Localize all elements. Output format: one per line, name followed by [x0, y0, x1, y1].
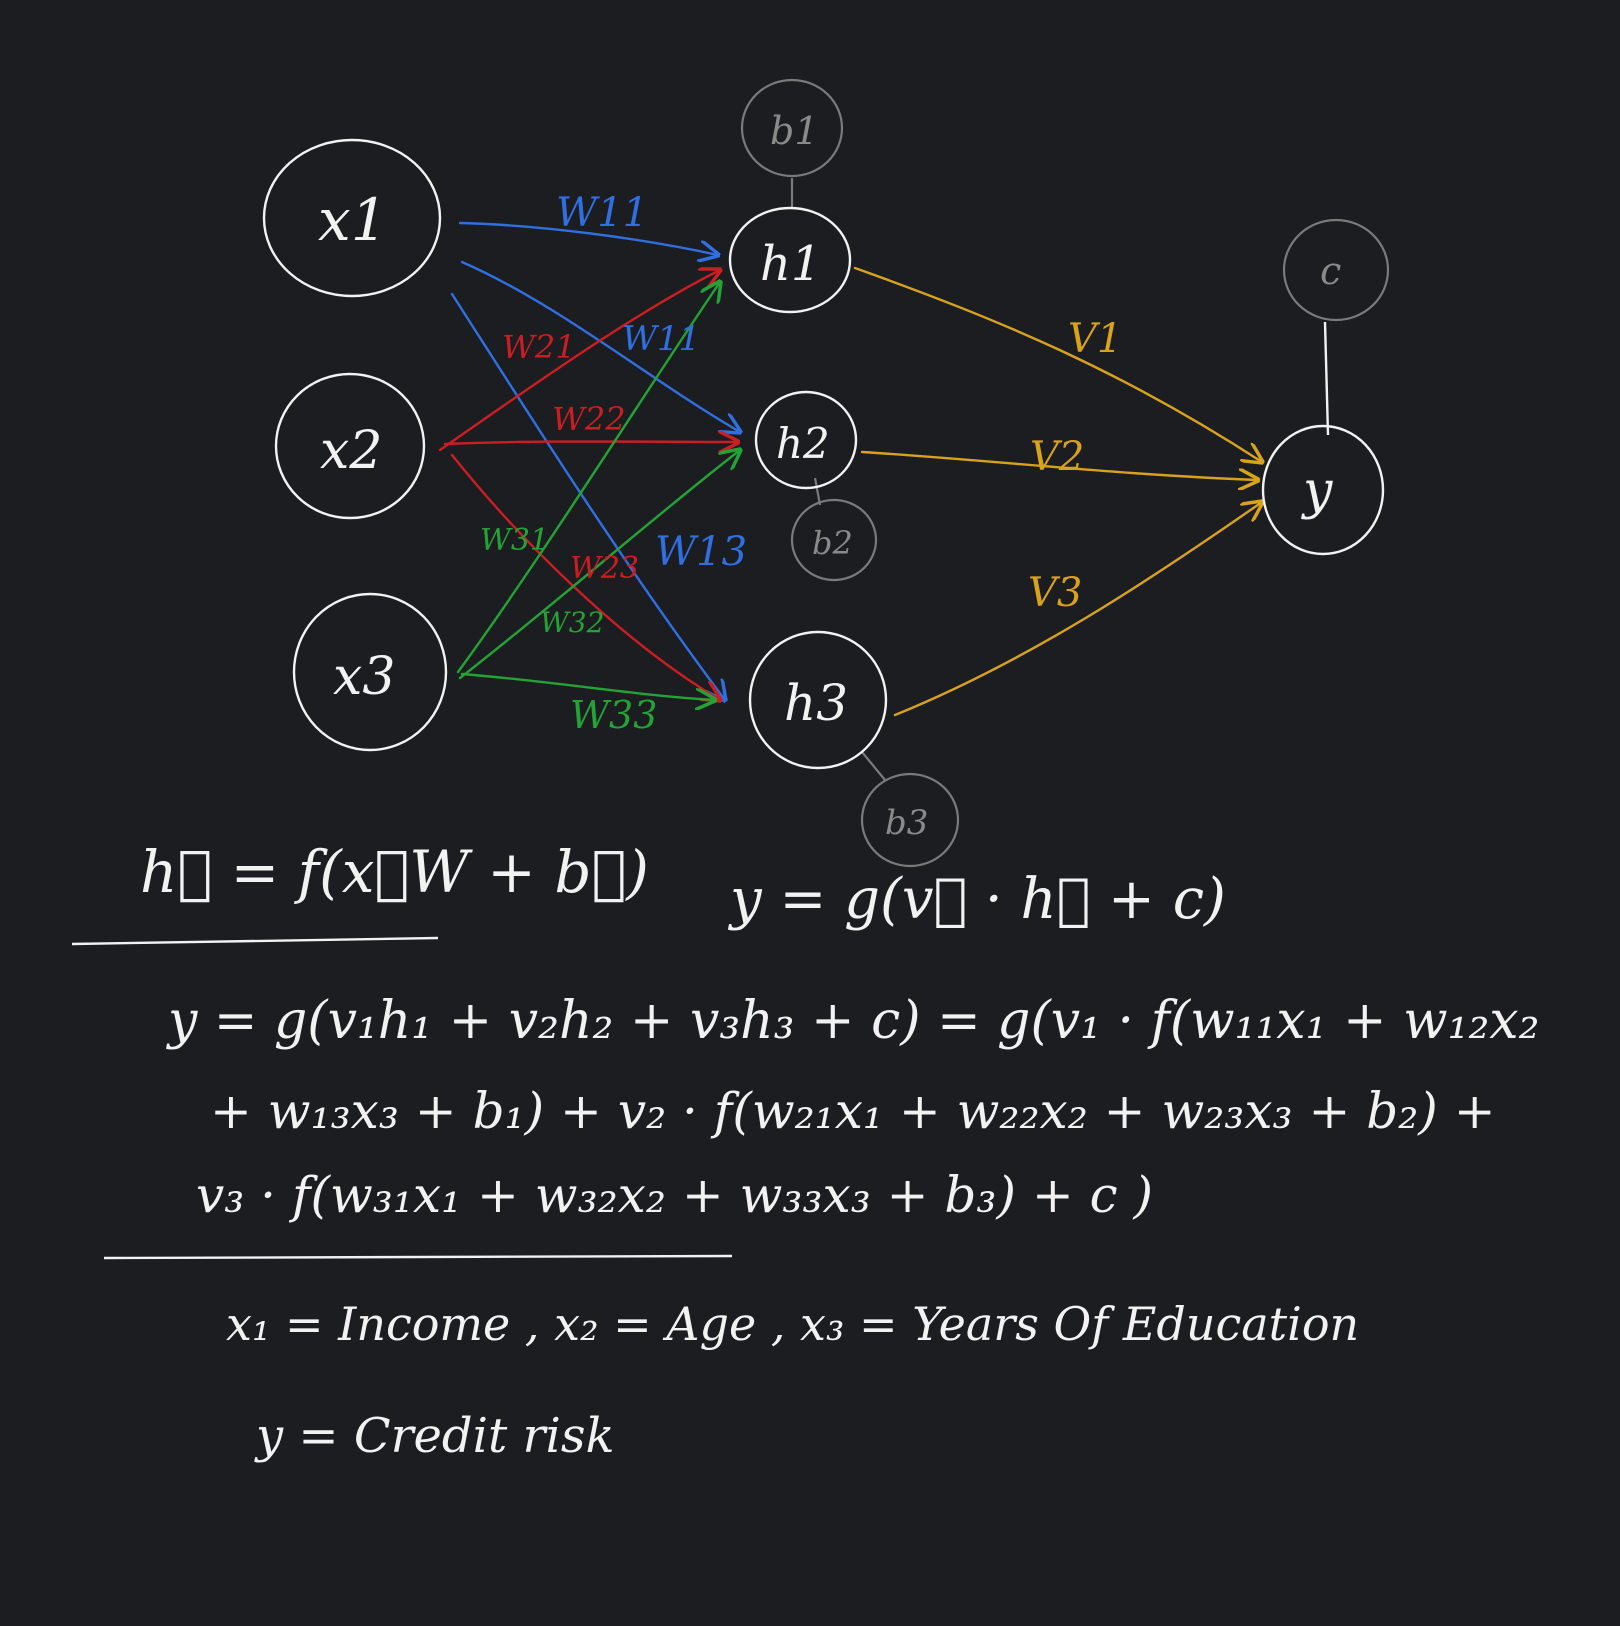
b2-label: b2 [812, 524, 853, 562]
label-w21: W21 [502, 328, 576, 366]
h2-label: h2 [776, 419, 830, 468]
x3-label: x3 [333, 647, 395, 707]
weight-labels: W11 W11 W13 W21 W22 W23 W31 W32 W33 V1 V… [480, 190, 1122, 737]
label-w22: W22 [552, 400, 626, 438]
x2-label: x2 [320, 421, 382, 481]
h3-label: h3 [784, 674, 848, 732]
edge-h2-y [860, 450, 1258, 480]
bias-connectors [790, 178, 1330, 781]
label-w31: W31 [480, 523, 549, 558]
edge-x2-h1 [438, 270, 720, 452]
label-w13: W13 [655, 529, 747, 575]
equations: h⃗ = f(x⃗W + b⃗) y = g(v⃗ · h⃗ + c) y = … [71, 838, 1539, 1260]
edges-to-output [853, 266, 1262, 717]
b1-label: b1 [770, 109, 819, 153]
definition-inputs: x₁ = Income , x₂ = Age , x₃ = Years Of E… [226, 1297, 1359, 1351]
edge-h3-y [893, 502, 1262, 717]
edges-from-x3 [456, 282, 740, 700]
b3-connector [861, 751, 886, 781]
output-node-y: y [1261, 424, 1385, 556]
edges-from-x1 [450, 221, 740, 700]
bias-node-c: c [1282, 218, 1390, 322]
label-w11-middle: W11 [622, 319, 700, 359]
bias-node-b3: b3 [860, 772, 960, 868]
input-node-x3: x3 [292, 592, 448, 752]
edge-x1-h1 [458, 221, 718, 255]
edge-x3-h2 [458, 450, 740, 680]
underline-expanded [103, 1254, 733, 1260]
h1-label: h1 [760, 236, 821, 292]
input-node-x1: x1 [262, 138, 442, 298]
y-label: y [1301, 461, 1333, 521]
label-w11-top: W11 [556, 190, 648, 236]
b2-connector [813, 477, 822, 506]
label-v1: V1 [1068, 316, 1122, 362]
label-w23: W23 [570, 551, 639, 586]
label-w32: W32 [540, 606, 604, 639]
b3-label: b3 [885, 803, 928, 843]
equation-expanded-line1: y = g(v₁h₁ + v₂h₂ + v₃h₃ + c) = g(v₁ · f… [166, 991, 1539, 1051]
edge-x2-h2 [443, 442, 738, 445]
hidden-node-h1: h1 [728, 206, 852, 314]
hidden-node-h2: h2 [754, 390, 858, 490]
edge-x1-h2 [460, 260, 740, 432]
definitions: x₁ = Income , x₂ = Age , x₃ = Years Of E… [226, 1297, 1359, 1464]
edge-x3-h1 [456, 282, 720, 674]
underline-hidden-vector [71, 936, 439, 946]
input-node-x2: x2 [274, 372, 426, 520]
c-connector [1323, 321, 1330, 436]
c-label: c [1320, 249, 1341, 293]
label-v2: V2 [1030, 434, 1084, 480]
equation-expanded-line2: + w₁₃x₃ + b₁) + v₂ · f(w₂₁x₁ + w₂₂x₂ + w… [210, 1082, 1496, 1140]
equation-hidden-vector: h⃗ = f(x⃗W + b⃗) [140, 838, 649, 906]
edge-x3-h3 [460, 672, 715, 700]
label-v3: V3 [1028, 570, 1082, 616]
x1-label: x1 [318, 186, 388, 254]
hidden-node-h3: h3 [748, 630, 888, 770]
edge-h1-y [853, 266, 1262, 462]
equation-output-vector: y = g(v⃗ · h⃗ + c) [727, 867, 1226, 932]
edge-x1-h3 [450, 292, 725, 700]
bias-node-b2: b2 [790, 498, 878, 582]
bias-node-b1: b1 [740, 78, 844, 178]
definition-output: y = Credit risk [254, 1408, 615, 1464]
label-w33: W33 [570, 693, 657, 737]
equation-expanded-line3: v₃ · f(w₃₁x₁ + w₃₂x₂ + w₃₃x₃ + b₃) + c ) [196, 1166, 1153, 1224]
